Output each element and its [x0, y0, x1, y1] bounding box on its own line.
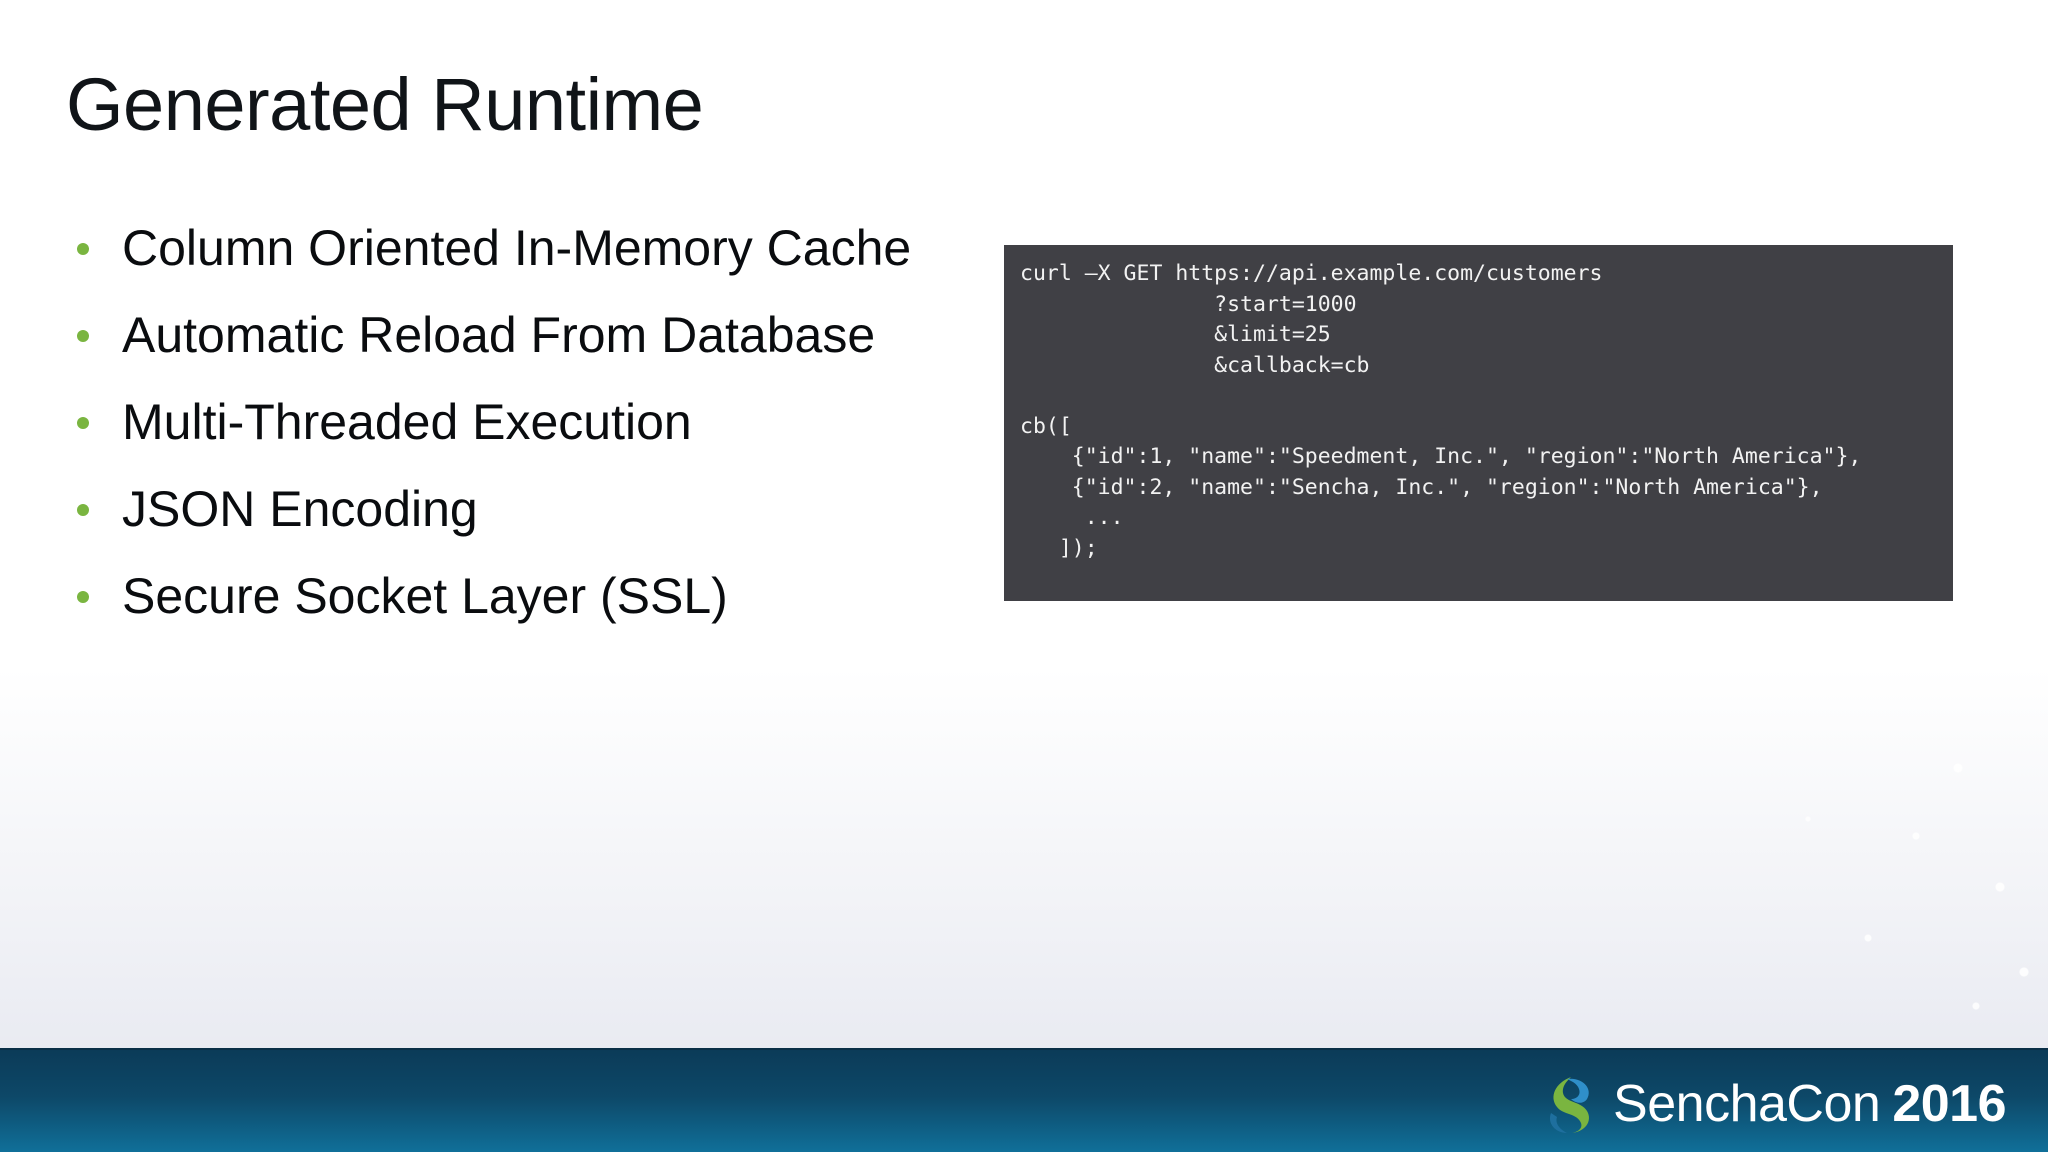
bullet-text: Automatic Reload From Database — [122, 307, 876, 363]
bullet-dot-icon — [77, 330, 89, 342]
bullet-item: Secure Socket Layer (SSL) — [72, 560, 911, 647]
bullet-item: Multi-Threaded Execution — [72, 386, 911, 473]
code-line: ?start=1000 — [1020, 291, 1357, 317]
code-line: {"id":1, "name":"Speedment, Inc.", "regi… — [1020, 444, 1862, 469]
code-line: ... — [1020, 505, 1124, 530]
background-sparkles — [1448, 700, 2048, 1040]
bullet-dot-icon — [77, 504, 89, 516]
bullet-dot-icon — [77, 591, 89, 603]
slide-title: Generated Runtime — [66, 63, 704, 146]
sencha-logo-icon — [1550, 1077, 1590, 1133]
code-sample: curl –X GET https://api.example.com/cust… — [1020, 259, 1937, 564]
bullet-item: Automatic Reload From Database — [72, 299, 911, 386]
bullet-item: Column Oriented In-Memory Cache — [72, 212, 911, 299]
code-line: ]); — [1020, 535, 1098, 561]
bullet-list: Column Oriented In-Memory Cache Automati… — [72, 212, 911, 647]
bullet-text: Multi-Threaded Execution — [122, 394, 692, 450]
brand-name: SenchaCon — [1613, 1075, 1881, 1133]
code-line: curl –X GET https://api.example.com/cust… — [1020, 261, 1603, 286]
code-line: cb([ — [1020, 413, 1072, 439]
bullet-text: Column Oriented In-Memory Cache — [122, 220, 912, 276]
brand-year: 2016 — [1892, 1075, 2006, 1133]
bullet-dot-icon — [77, 243, 89, 255]
bullet-dot-icon — [77, 417, 89, 429]
code-line: &limit=25 — [1020, 322, 1331, 347]
code-line: {"id":2, "name":"Sencha, Inc.", "region"… — [1020, 474, 1823, 500]
bullet-item: JSON Encoding — [72, 473, 911, 560]
code-line: &callback=cb — [1020, 352, 1370, 378]
bullet-text: JSON Encoding — [122, 481, 478, 537]
code-sample-box: curl –X GET https://api.example.com/cust… — [1004, 245, 1953, 601]
bullet-text: Secure Socket Layer (SSL) — [122, 568, 728, 624]
